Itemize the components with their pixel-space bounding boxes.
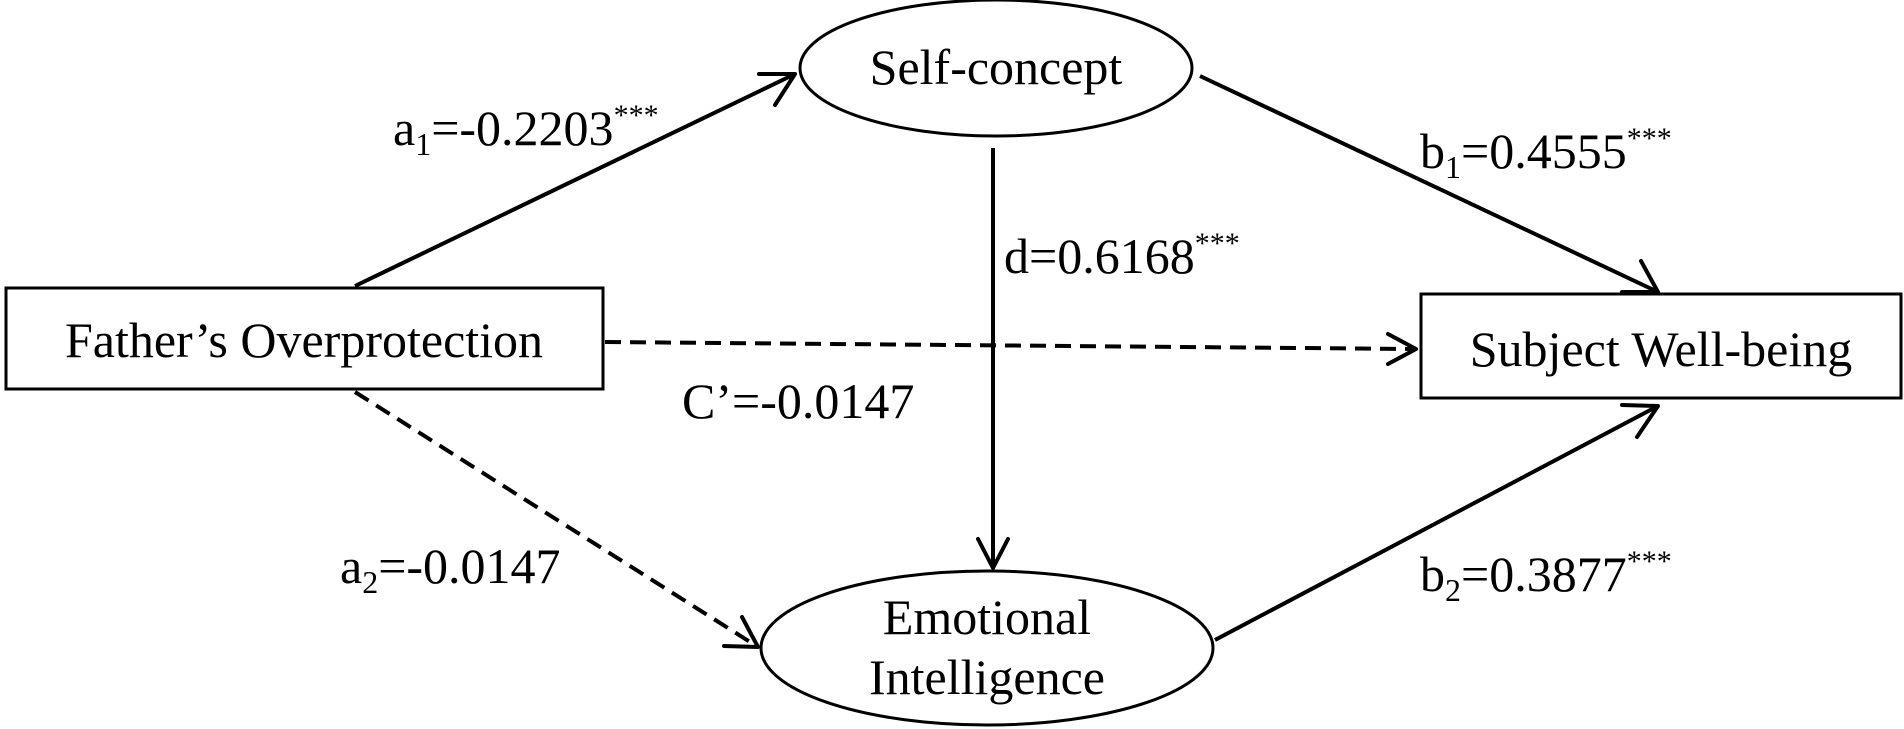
label-b2-subscript: 2 bbox=[1445, 572, 1461, 608]
label-a1-stars: *** bbox=[614, 99, 659, 132]
node-self-concept: Self-concept bbox=[798, 0, 1194, 138]
label-a1-subscript: 1 bbox=[415, 126, 431, 162]
label-c-prime: C’=-0.0147 bbox=[682, 373, 914, 429]
edge-a1 bbox=[354, 72, 797, 288]
edge-b1 bbox=[1199, 74, 1660, 294]
label-d-text: d=0.6168 bbox=[1004, 228, 1195, 284]
label-a2-subscript: 2 bbox=[362, 564, 378, 600]
node-father-overprotection-label: Father’s Overprotection bbox=[65, 312, 543, 368]
label-a1: a1=-0.2203*** bbox=[393, 99, 659, 162]
node-emotional-intelligence-label-line1: Emotional bbox=[883, 589, 1091, 645]
edge-b2 bbox=[1214, 403, 1660, 642]
node-self-concept-label: Self-concept bbox=[870, 39, 1123, 95]
label-a2-value: =-0.0147 bbox=[378, 538, 560, 594]
node-emotional-intelligence: Emotional Intelligence bbox=[759, 569, 1215, 727]
label-b1-value: =0.4555 bbox=[1461, 123, 1627, 179]
node-subject-well-being: Subject Well-being bbox=[1419, 292, 1903, 400]
label-a2: a2=-0.0147 bbox=[340, 538, 561, 600]
label-a1-value: =-0.2203 bbox=[431, 100, 613, 156]
label-b2-value: =0.3877 bbox=[1461, 546, 1627, 602]
label-d-stars: *** bbox=[1195, 227, 1240, 260]
edge-a2 bbox=[353, 390, 760, 649]
label-a1-letter: a bbox=[393, 100, 415, 156]
edge-d bbox=[976, 148, 1010, 570]
node-emotional-intelligence-label-line2: Intelligence bbox=[869, 649, 1105, 705]
label-b1-stars: *** bbox=[1627, 122, 1672, 155]
label-d: d=0.6168*** bbox=[1004, 227, 1240, 284]
label-b2-stars: *** bbox=[1627, 545, 1672, 578]
label-a2-letter: a bbox=[340, 538, 362, 594]
edge-c-prime bbox=[604, 332, 1418, 366]
node-father-overprotection: Father’s Overprotection bbox=[4, 286, 605, 391]
label-b2-letter: b bbox=[1420, 546, 1445, 602]
label-b1: b1=0.4555*** bbox=[1420, 122, 1672, 185]
label-b1-letter: b bbox=[1420, 123, 1445, 179]
label-b2: b2=0.3877*** bbox=[1420, 545, 1672, 608]
label-b1-subscript: 1 bbox=[1445, 149, 1461, 185]
node-subject-well-being-label: Subject Well-being bbox=[1470, 321, 1852, 377]
